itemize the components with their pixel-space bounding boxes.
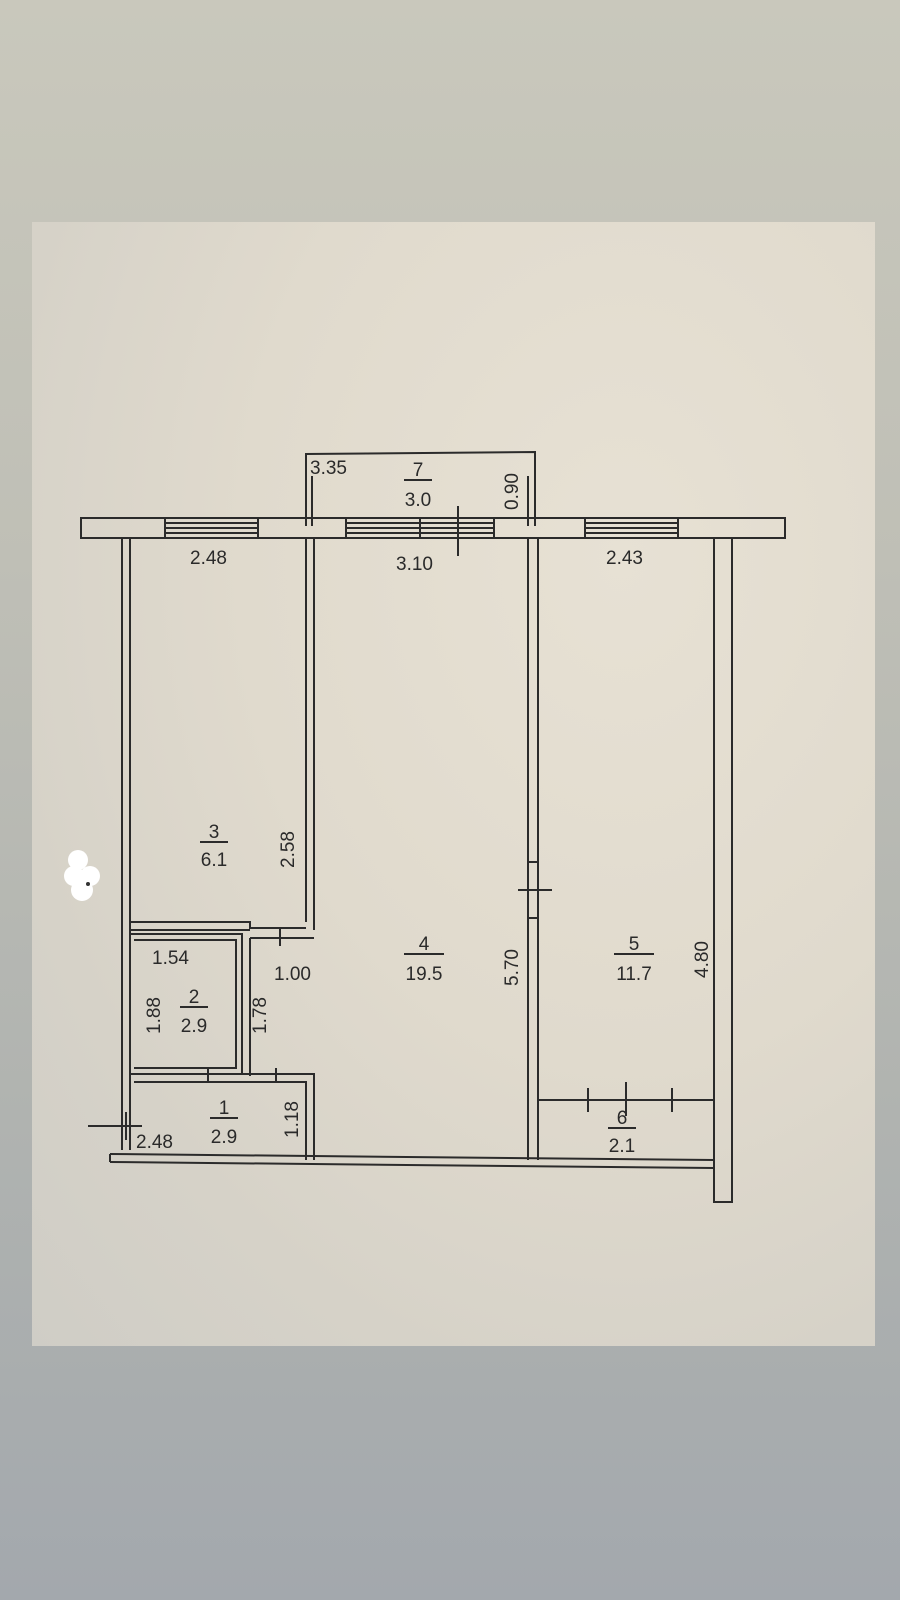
room4-width-dimension: 3.10 xyxy=(396,554,433,575)
room3-bottom-wall-a xyxy=(130,921,306,929)
balcony-outline xyxy=(305,450,536,526)
window-room5 xyxy=(584,518,679,538)
room2-width-dimension: 1.54 xyxy=(152,948,189,969)
room1-top-right xyxy=(130,1073,315,1160)
corridor-step-dimension: 1.00 xyxy=(274,964,311,985)
room2-number: 2 xyxy=(189,987,200,1008)
room6-number: 6 xyxy=(617,1108,628,1129)
room6-area: 2.1 xyxy=(609,1136,635,1157)
room5-area: 11.7 xyxy=(616,964,652,985)
room3-area: 6.1 xyxy=(201,850,227,871)
floor-plan-sheet: 3 6.1 2 2.9 1 2.9 4 19.5 5 11.7 6 2.1 7 … xyxy=(32,222,875,1346)
room2-area: 2.9 xyxy=(181,1016,207,1037)
room5-number: 5 xyxy=(629,934,640,955)
room4-height-dimension: 5.70 xyxy=(502,949,523,986)
room1-width-dimension: 2.48 xyxy=(136,1132,173,1153)
room2-outline-inner xyxy=(134,939,237,1069)
window-room4 xyxy=(345,506,495,556)
room3-number: 3 xyxy=(209,822,220,843)
window-room3 xyxy=(164,518,259,538)
balcony-left-dimension: 3.35 xyxy=(310,458,347,479)
room1-area: 2.9 xyxy=(211,1127,237,1148)
room4-number: 4 xyxy=(419,934,430,955)
room2-side-dimension: 1.78 xyxy=(250,997,271,1034)
room5-width-dimension: 2.43 xyxy=(606,548,643,569)
room4-area: 19.5 xyxy=(406,964,443,985)
balcony-right-dimension: 0.90 xyxy=(502,473,523,510)
bottom-wall-outer xyxy=(109,1161,715,1169)
floor-plan-drawing: 3 6.1 2 2.9 1 2.9 4 19.5 5 11.7 6 2.1 7 … xyxy=(80,450,786,1203)
room7-number: 7 xyxy=(413,460,424,481)
right-exterior-wall xyxy=(713,537,733,1203)
room2-height-dimension: 1.88 xyxy=(144,997,165,1034)
bottom-wall-inner xyxy=(109,1153,715,1161)
room1-inner xyxy=(134,1081,307,1160)
room1-number: 1 xyxy=(219,1098,230,1119)
white-blot-mark xyxy=(64,850,100,901)
room7-area: 3.0 xyxy=(405,490,431,511)
room1-height-dimension: 1.18 xyxy=(282,1101,303,1138)
room3-height-dimension: 2.58 xyxy=(278,831,299,868)
room5-height-dimension: 4.80 xyxy=(692,941,713,978)
top-exterior-wall xyxy=(80,517,786,539)
room3-width-dimension: 2.48 xyxy=(190,548,227,569)
